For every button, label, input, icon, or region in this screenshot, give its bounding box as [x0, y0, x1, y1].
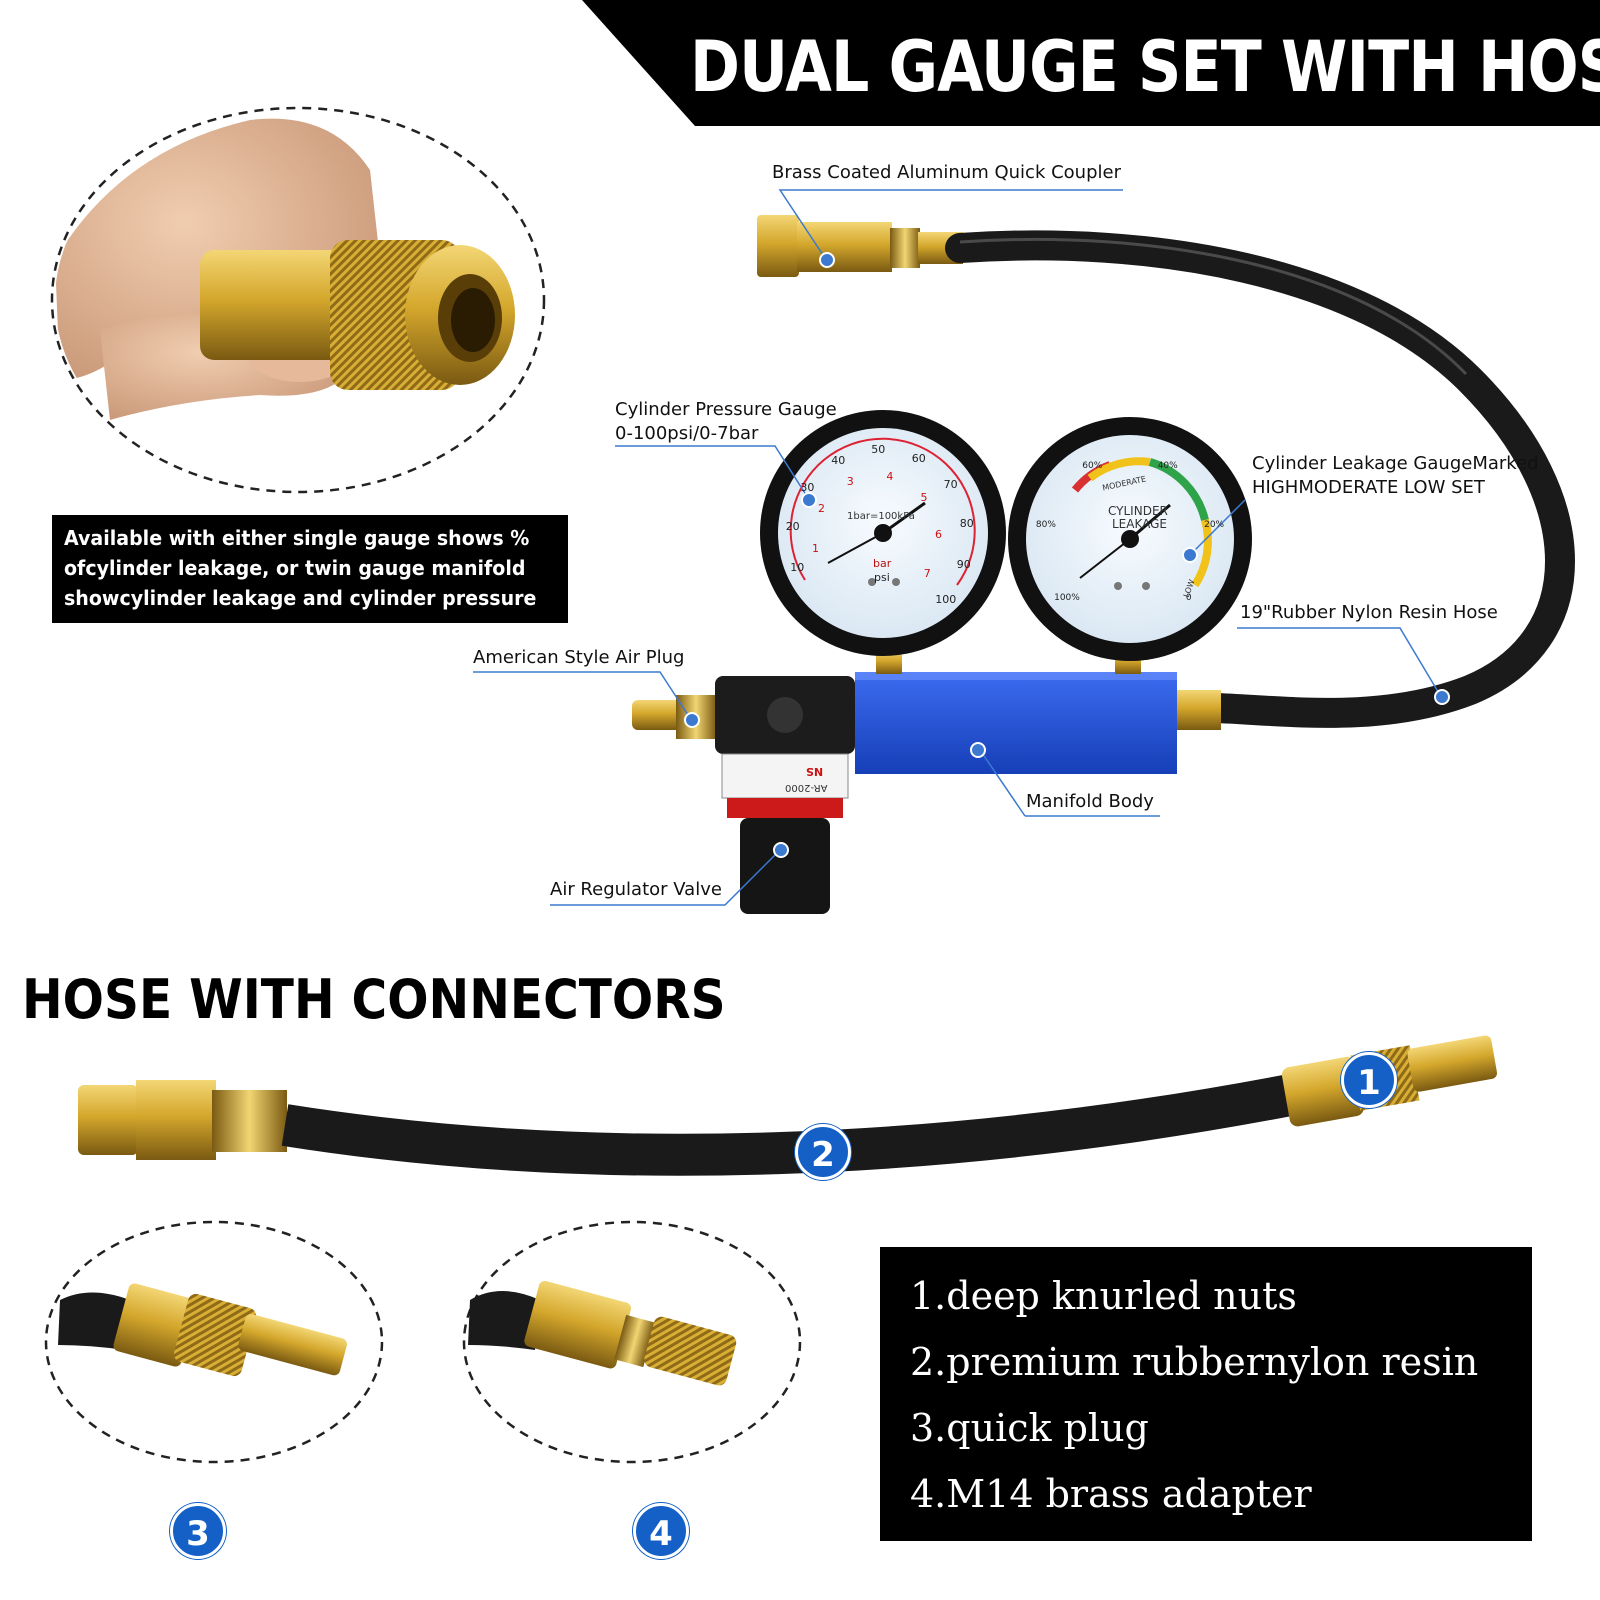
pressure-gauge-psi-tick: 50 [871, 443, 886, 457]
info-box-line1: Available with either single gauge shows… [64, 526, 530, 550]
title-banner-shape [582, 0, 1600, 126]
leakage-gauge-percent-tick: 20% [1204, 520, 1225, 531]
pressure-gauge-psi-tick: 90 [956, 557, 971, 571]
leakage-gauge-face-line1: CYLINDER [1108, 504, 1168, 518]
info-box-line2: ofcylinder leakage, or twin gauge manifo… [64, 556, 526, 580]
pressure-gauge-bar-tick: 7 [923, 566, 931, 580]
coupler-closeup-image [50, 106, 546, 494]
regulator-image [632, 676, 855, 914]
badge-1: 1 [1341, 1052, 1397, 1108]
callout-dots [684, 252, 1450, 858]
pressure-gauge-unit-bar: bar [873, 557, 892, 570]
callout-pressure-gauge-line1: Cylinder Pressure Gauge [615, 399, 837, 420]
quick-coupler-image [757, 215, 963, 277]
page-title: DUAL GAUGE SET WITH HOSE [690, 26, 1600, 108]
callout-manifold-body: Manifold Body [1026, 791, 1154, 812]
regulator-model-label: AR-2000 [785, 782, 828, 793]
pressure-gauge-psi-tick: 70 [943, 478, 958, 492]
pressure-gauge-psi-tick: 10 [790, 561, 805, 575]
callout-leader-lines [473, 189, 1441, 906]
leakage-gauge-percent-tick: 0 [1185, 593, 1192, 604]
pressure-gauge-psi-tick: 100 [935, 593, 957, 607]
pressure-gauge-psi-tick: 40 [831, 453, 846, 467]
quick-plug-closeup-image [44, 1220, 384, 1464]
callout-leakage-gauge-line2: HIGHMODERATE LOW SET [1252, 477, 1485, 498]
leakage-gauge-image [1008, 417, 1252, 661]
callout-quick-coupler: Brass Coated Aluminum Quick Coupler [772, 162, 1121, 183]
leakage-gauge-percent-tick: 80% [1035, 520, 1056, 531]
leakage-gauge-percent-tick: 60% [1082, 460, 1103, 471]
m14-adapter-closeup-image [462, 1220, 802, 1464]
pressure-gauge-bar-tick: 3 [846, 474, 854, 488]
pressure-gauge-unit-psi: psi [874, 571, 890, 584]
pressure-gauge-psi-tick: 60 [911, 451, 926, 465]
pressure-gauge-psi-tick: 30 [800, 481, 815, 495]
pressure-gauge-bar-tick: 1 [811, 541, 819, 555]
callout-air-plug: American Style Air Plug [473, 647, 685, 668]
pressure-gauge-psi-tick: 20 [785, 519, 800, 533]
pressure-gauge-bar-tick: 5 [920, 491, 928, 505]
features-box: 1.deep knurled nuts 2.premium rubbernylo… [880, 1247, 1532, 1541]
feature-item: 3.quick plug [910, 1406, 1149, 1450]
callout-leakage-gauge-line1: Cylinder Leakage GaugeMarked [1252, 453, 1539, 474]
info-box: Available with either single gauge shows… [52, 515, 568, 623]
badge-2: 2 [795, 1124, 851, 1180]
badge-4: 4 [633, 1503, 689, 1559]
pressure-gauge-bar-tick: 2 [818, 502, 825, 516]
pressure-gauge-image [760, 410, 1006, 656]
callout-hose: 19"Rubber Nylon Resin Hose [1240, 602, 1498, 623]
pressure-gauge-bar-tick: 6 [934, 528, 942, 542]
manifold-body-image [855, 650, 1221, 774]
badge-3: 3 [170, 1503, 226, 1559]
feature-item: 2.premium rubbernylon resin [910, 1340, 1479, 1384]
feature-item: 4.M14 brass adapter [910, 1472, 1312, 1516]
pressure-gauge-center-text: 1bar=100kPa [847, 511, 915, 522]
long-hose [945, 230, 1575, 728]
section-title: HOSE WITH CONNECTORS [22, 968, 726, 1031]
pressure-gauge-psi-tick: 80 [959, 516, 974, 530]
leakage-gauge-face-line2: LEAKAGE [1112, 517, 1168, 531]
callout-air-regulator: Air Regulator Valve [550, 879, 722, 900]
leakage-gauge-percent-tick: 40% [1157, 460, 1178, 471]
connector-hose-image [78, 1035, 1498, 1176]
leakage-gauge-percent-tick: 100% [1054, 593, 1080, 604]
callout-pressure-gauge-line2: 0-100psi/0-7bar [615, 423, 759, 444]
info-box-line3: showcylinder leakage and cylinder pressu… [64, 586, 537, 610]
pressure-gauge-bar-tick: 4 [886, 470, 894, 484]
feature-item: 1.deep knurled nuts [910, 1274, 1297, 1318]
